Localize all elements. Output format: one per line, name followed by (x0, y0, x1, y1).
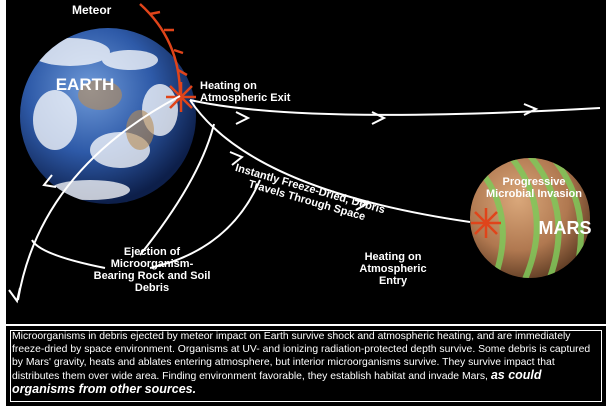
caption-box: Microorganisms in debris ejected by mete… (6, 326, 606, 406)
trajectory-arrowheads (8, 103, 539, 304)
progressive-invasion-label: Progressive Microbial Invasion (486, 176, 582, 201)
earth-label: EARTH (55, 75, 115, 94)
heating-entry-label: Heating on Atmospheric Entry (359, 251, 427, 288)
earth-globe (20, 28, 196, 204)
entry-burst-icon (471, 208, 501, 238)
impact-burst-icon (166, 82, 196, 112)
mars-label: MARS (538, 218, 592, 238)
meteor-label: Meteor (72, 3, 112, 17)
mars-globe (470, 158, 590, 278)
panspermia-diagram (8, 3, 601, 304)
debris-trajectories (17, 95, 601, 301)
caption-emphasis: as could organisms from other sources. (12, 368, 542, 396)
caption-body: Microorganisms in debris ejected by mete… (12, 331, 591, 382)
meteor-trail (139, 3, 188, 96)
heating-exit-label: Heating on Atmospheric Exit (200, 80, 291, 105)
ejection-label: Ejection of Microorganism- Bearing Rock … (93, 246, 211, 295)
